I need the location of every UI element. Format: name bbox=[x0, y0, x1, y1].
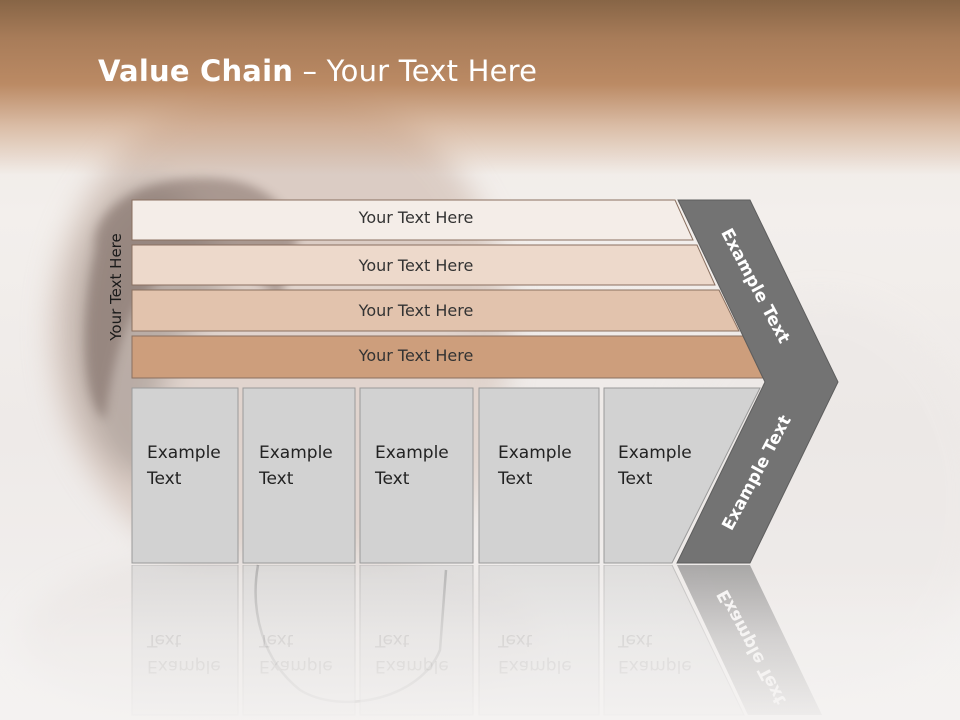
chain-row-3 bbox=[131, 289, 740, 332]
activity-box-5 bbox=[603, 387, 761, 564]
row-label-2: Your Text Here bbox=[358, 256, 474, 275]
reflection-fade bbox=[0, 565, 960, 720]
chevron-arrow bbox=[676, 199, 839, 564]
slide-title: Value Chain – Your Text Here bbox=[98, 54, 538, 88]
row-label-4: Your Text Here bbox=[358, 346, 474, 365]
activity-box-2 bbox=[242, 387, 356, 564]
activity-box-4 bbox=[478, 387, 600, 564]
row-label-3: Your Text Here bbox=[358, 301, 474, 320]
chain-row-2 bbox=[131, 244, 716, 286]
chain-row-1 bbox=[131, 199, 694, 241]
activity-box-1 bbox=[131, 387, 239, 564]
header-band bbox=[0, 0, 960, 175]
activity-box-3 bbox=[359, 387, 474, 564]
row-label-1: Your Text Here bbox=[358, 208, 474, 227]
